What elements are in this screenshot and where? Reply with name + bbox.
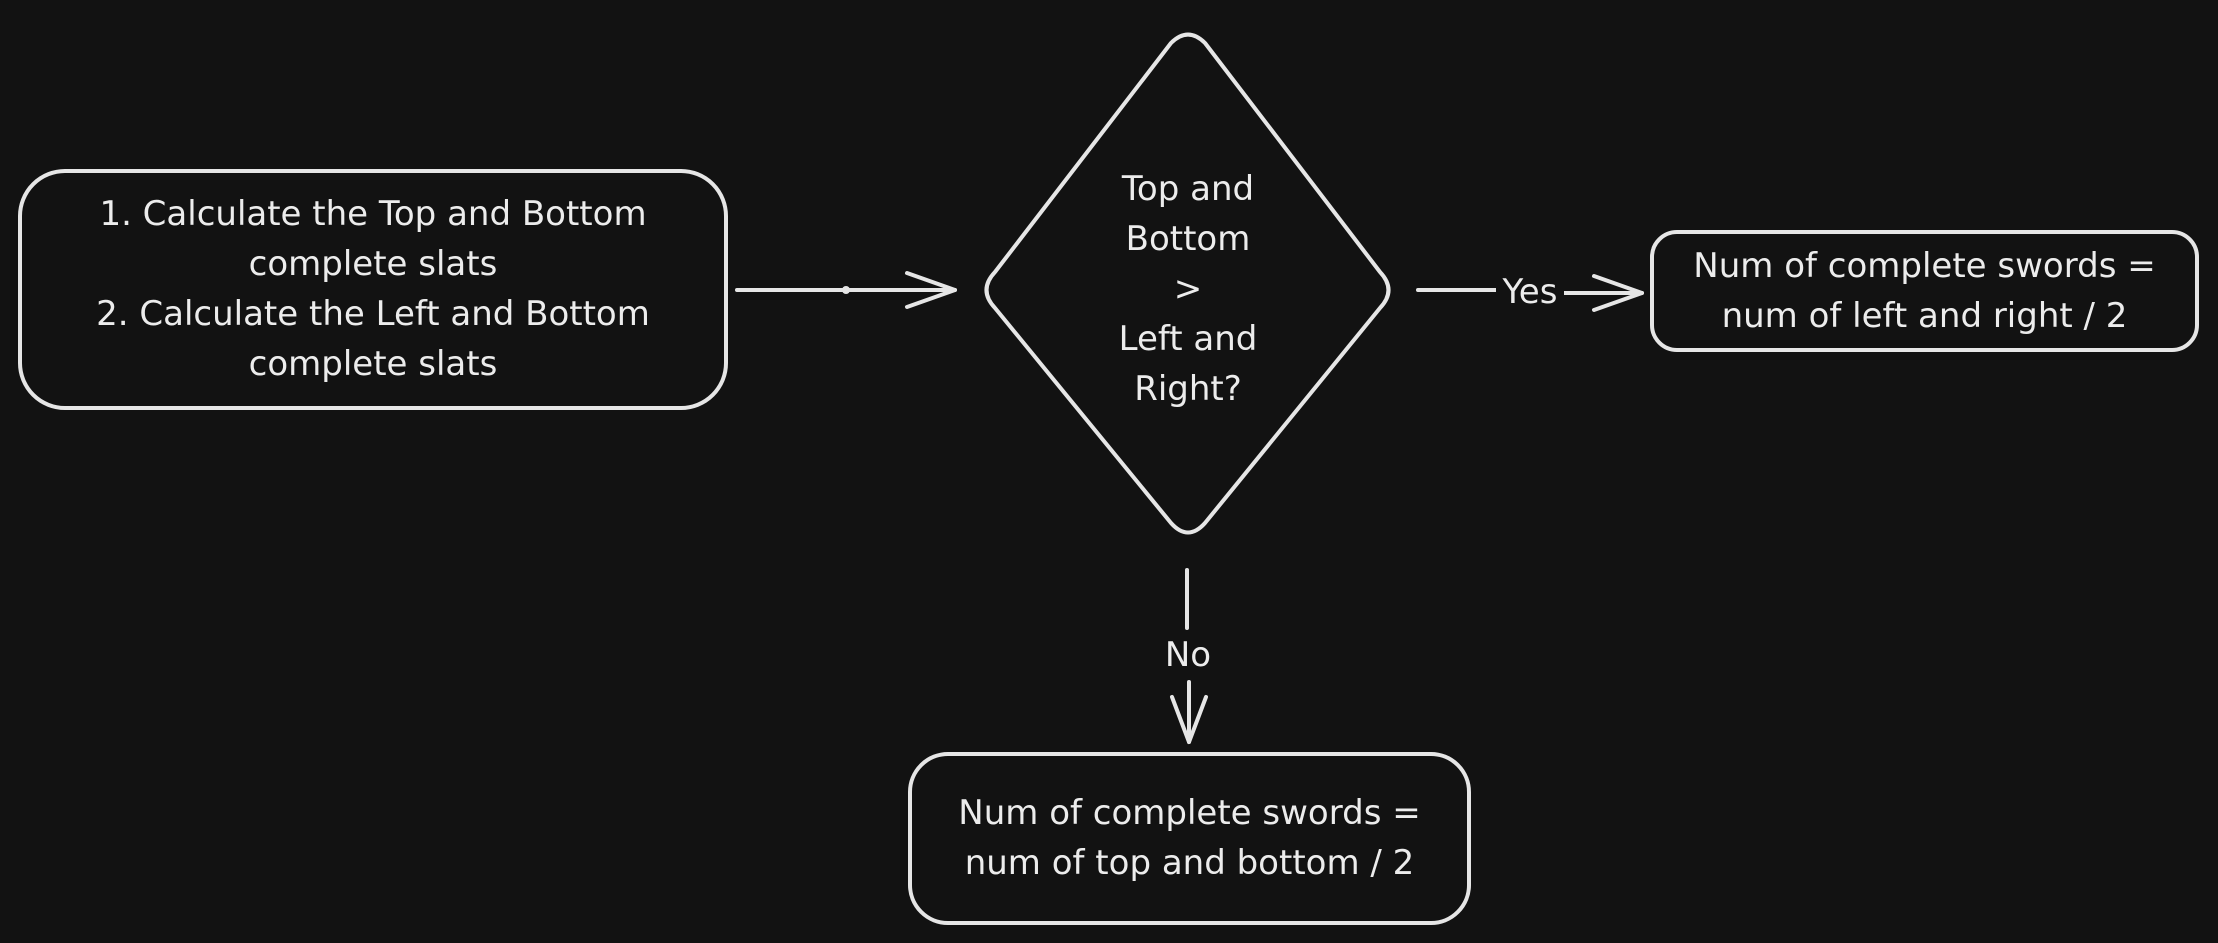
arrow-midpoint-dot bbox=[842, 286, 850, 294]
edge-label-no: No bbox=[1156, 635, 1220, 675]
arrowhead-start-to-decision bbox=[905, 271, 957, 309]
no-result-box[interactable] bbox=[908, 752, 1471, 925]
start-line-1: 1. Calculate the Top and Bottom bbox=[99, 194, 647, 234]
no-result-line-1: Num of complete swords = bbox=[958, 793, 1421, 833]
start-process-box[interactable] bbox=[18, 169, 728, 410]
start-line-2: complete slats bbox=[248, 244, 498, 284]
decision-line-3: > bbox=[1173, 269, 1203, 309]
decision-text: Top and Bottom > Left and Right? bbox=[1048, 164, 1328, 414]
edge-label-yes: Yes bbox=[1496, 272, 1564, 312]
yes-result-line-2: num of left and right / 2 bbox=[1721, 296, 2128, 336]
start-line-4: complete slats bbox=[248, 344, 498, 384]
yes-result-line-1: Num of complete swords = bbox=[1693, 246, 2156, 286]
decision-line-5: Right? bbox=[1134, 369, 1242, 409]
yes-result-box[interactable] bbox=[1650, 230, 2199, 352]
decision-line-2: Bottom bbox=[1125, 219, 1251, 259]
start-process-text: 1. Calculate the Top and Bottom complete… bbox=[20, 189, 726, 389]
arrowhead-decision-to-yes bbox=[1592, 274, 1644, 312]
arrowhead-decision-to-no bbox=[1170, 695, 1208, 744]
yes-result-text: Num of complete swords = num of left and… bbox=[1652, 241, 2197, 341]
decision-line-1: Top and bbox=[1121, 169, 1255, 209]
no-result-line-2: num of top and bottom / 2 bbox=[964, 843, 1415, 883]
no-result-text: Num of complete swords = num of top and … bbox=[910, 788, 1469, 888]
decision-diamond[interactable] bbox=[984, 32, 1391, 535]
decision-line-4: Left and bbox=[1118, 319, 1258, 359]
start-line-3: 2. Calculate the Left and Bottom bbox=[96, 294, 650, 334]
